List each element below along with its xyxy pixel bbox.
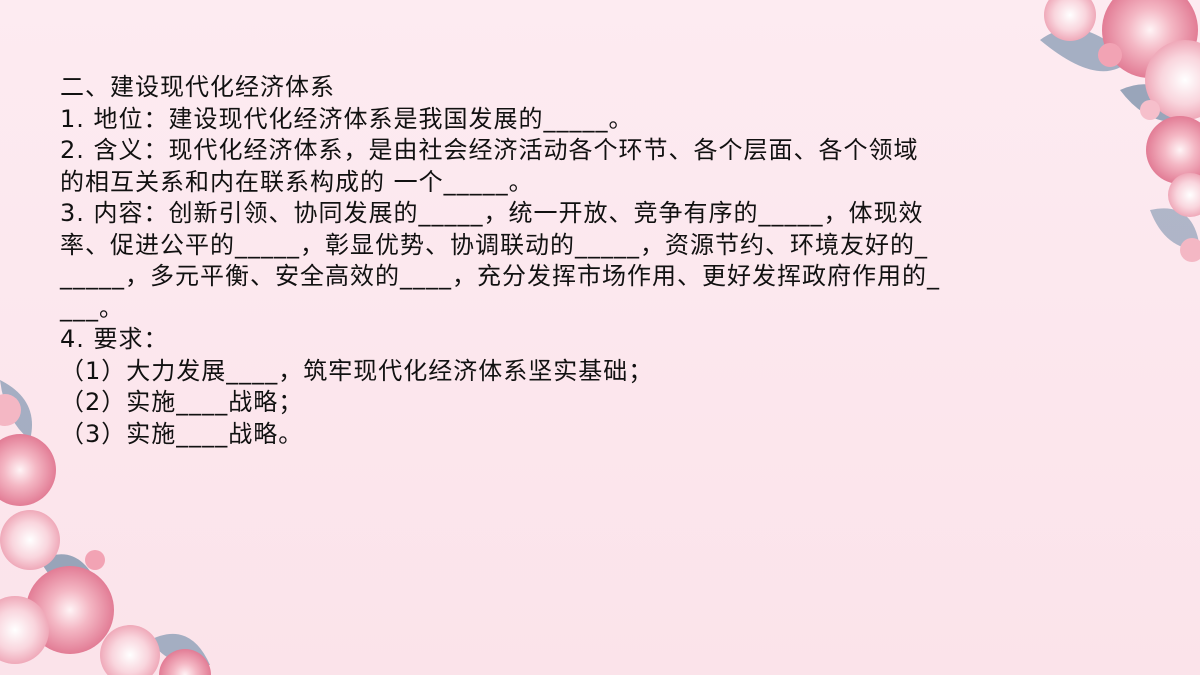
item-requirements: 4. 要求： — [60, 325, 169, 353]
section-heading: 二、建设现代化经济体系 — [60, 73, 335, 101]
item-content-line-3: _____，多元平衡、安全高效的____，充分发挥市场作用、更好发挥政府作用的_ — [60, 262, 940, 290]
slide-content: 二、建设现代化经济体系 1. 地位：建设现代化经济体系是我国发展的_____。 … — [60, 72, 1120, 450]
item-content-line-4: ___。 — [60, 293, 124, 322]
item-position: 1. 地位：建设现代化经济体系是我国发展的_____。 — [60, 104, 634, 133]
item-meaning-line-1: 2. 含义：现代化经济体系，是由社会经济活动各个环节、各个层面、各个领域 — [60, 136, 919, 164]
item-meaning-line-2: 的相互关系和内在联系构成的 一个_____。 — [60, 167, 534, 196]
top-right-flowers-icon — [1040, 0, 1200, 262]
requirement-3: （3）实施____战略。 — [60, 419, 304, 448]
item-content-line-2: 率、促进公平的_____，彰显优势、协调联动的_____，资源节约、环境友好的_ — [60, 230, 928, 259]
requirement-2: （2）实施____战略； — [60, 388, 304, 416]
requirement-1: （1）大力发展____，筑牢现代化经济体系坚实基础； — [60, 356, 654, 385]
bottom-left-flowers-icon — [0, 380, 211, 675]
item-content-line-1: 3. 内容：创新引领、协同发展的_____，统一开放、竞争有序的_____，体现… — [60, 199, 924, 227]
